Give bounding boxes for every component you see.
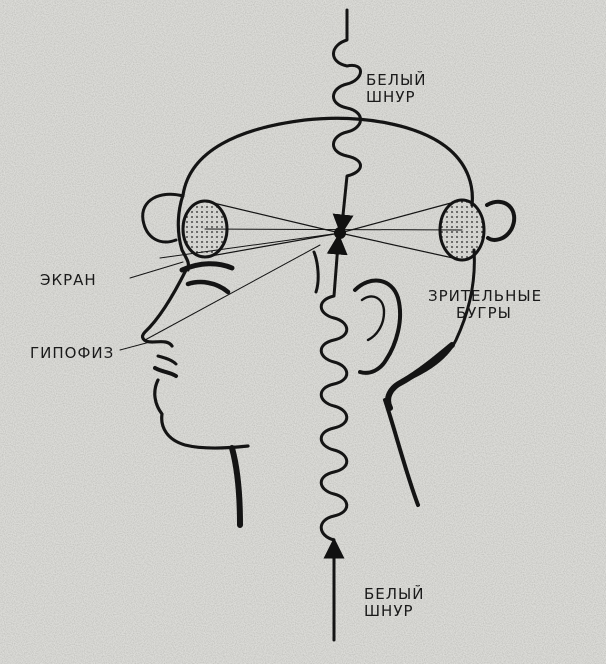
- visual-tubercles-label: ЗРИТЕЛЬНЫЕ БУГРЫ: [428, 288, 542, 322]
- screen-label: ЭКРАН: [40, 272, 97, 289]
- white-cord-bottom-line2: ШНУР: [364, 603, 425, 620]
- visual-tubercles-line2: БУГРЫ: [428, 305, 542, 322]
- white-cord-top-line1: БЕЛЫЙ: [366, 72, 427, 89]
- visual-tubercles-line1: ЗРИТЕЛЬНЫЕ: [428, 288, 542, 305]
- white-cord-top-line2: ШНУР: [366, 89, 427, 106]
- pituitary-label: ГИПОФИЗ: [30, 345, 114, 362]
- white-cord-top-label: БЕЛЫЙ ШНУР: [366, 72, 427, 106]
- focal-point: [334, 227, 346, 239]
- white-cord-bottom-label: БЕЛЫЙ ШНУР: [364, 586, 425, 620]
- white-cord-bottom-line1: БЕЛЫЙ: [364, 586, 425, 603]
